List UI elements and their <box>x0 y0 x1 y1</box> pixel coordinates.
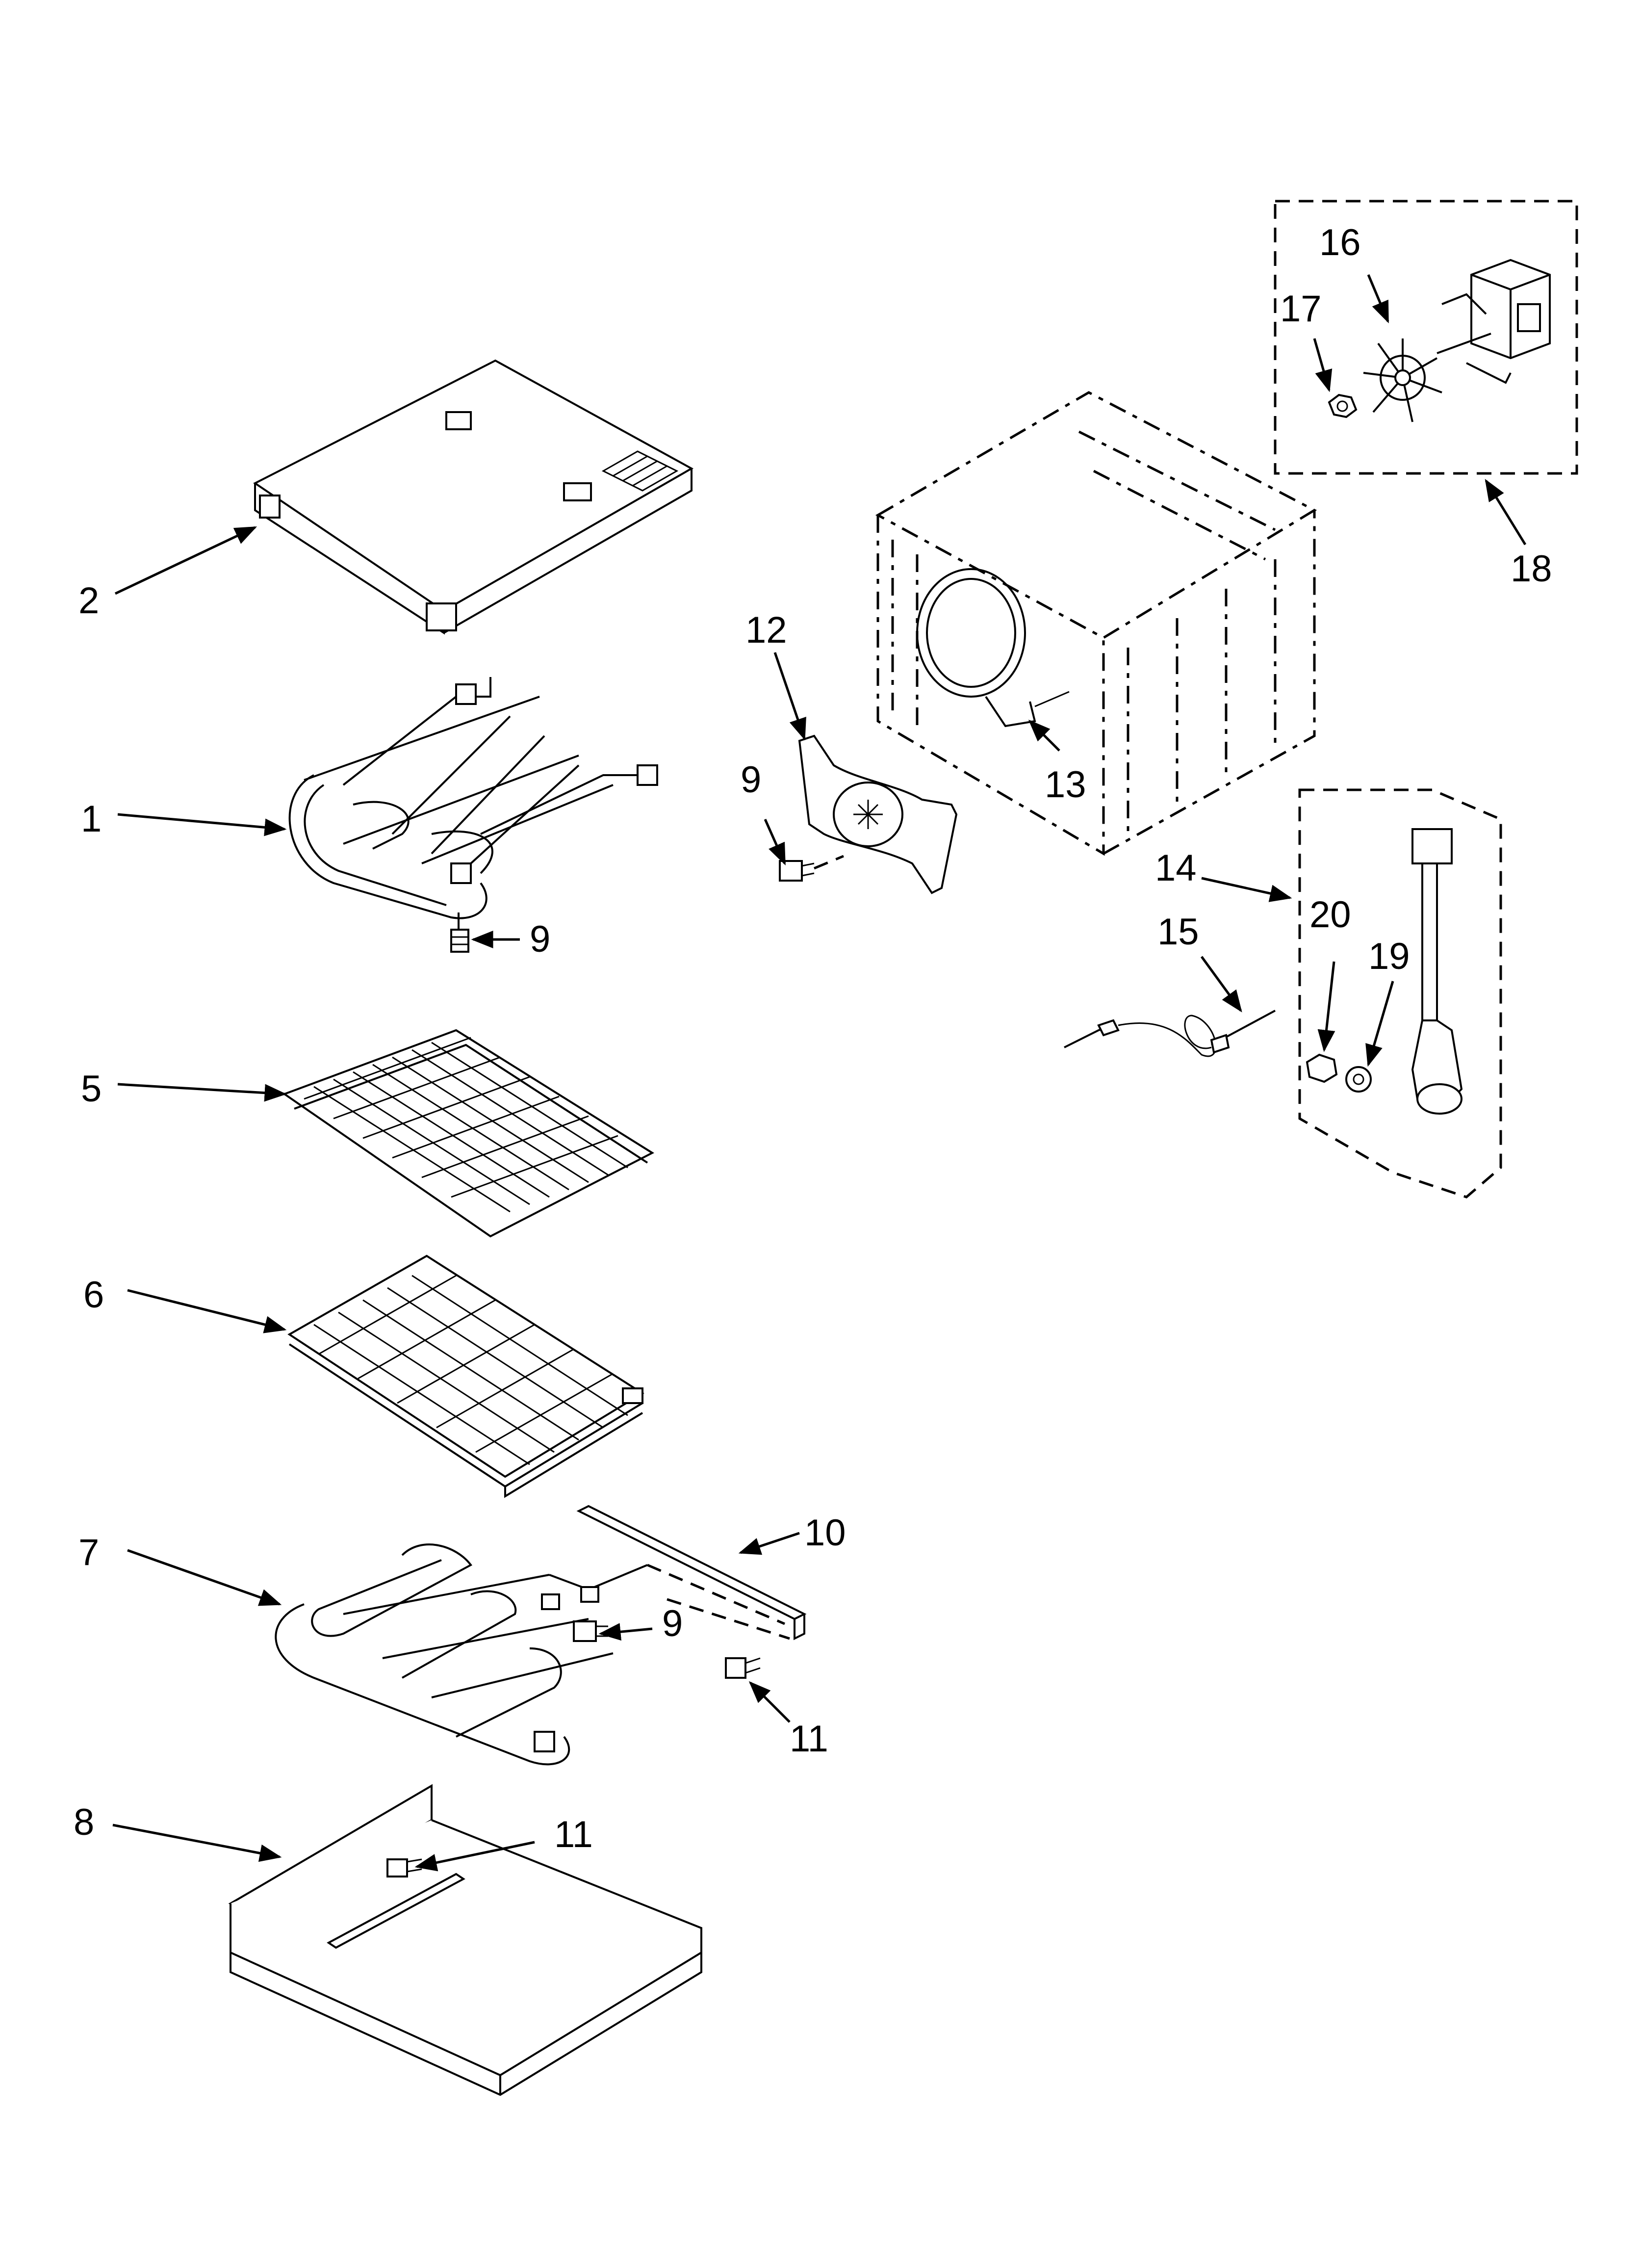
callout-10: 10 <box>804 1512 846 1554</box>
part-broil-element <box>288 677 658 942</box>
part-screw-9c <box>573 1620 608 1642</box>
callout-8: 8 <box>74 1801 94 1843</box>
callout-14: 14 <box>1155 847 1197 889</box>
callout-15: 15 <box>1157 911 1199 953</box>
callout-11-bracket-screw: 11 <box>790 1718 828 1760</box>
callout-9-broil-screw: 9 <box>530 918 550 960</box>
callout-leaders <box>112 274 1527 1872</box>
callout-20: 20 <box>1309 894 1351 936</box>
part-washer-19 <box>1345 1066 1372 1093</box>
callout-5: 5 <box>81 1068 102 1110</box>
part-motor-kit-box <box>1274 200 1578 475</box>
part-convection-element <box>916 568 1070 728</box>
part-probe-jack-box <box>1298 788 1502 1199</box>
part-fan-blade-16 <box>1363 339 1442 422</box>
callout-13: 13 <box>1045 764 1086 806</box>
oven-cavity-outline <box>875 391 1317 856</box>
part-screw-11a <box>725 1657 761 1679</box>
part-rollout-rack <box>287 1254 644 1498</box>
callout-6: 6 <box>83 1274 104 1316</box>
part-oven-rack <box>282 1029 655 1238</box>
callout-9-baffle-screw: 9 <box>741 759 761 801</box>
part-fan-baffle <box>798 734 958 894</box>
part-motor <box>1437 259 1551 384</box>
callout-2: 2 <box>78 580 99 622</box>
callout-19: 19 <box>1368 936 1410 977</box>
callout-9-bake-screw: 9 <box>662 1603 683 1644</box>
part-drawer <box>228 1784 702 2096</box>
part-meat-probe <box>1064 1010 1276 1057</box>
callout-1: 1 <box>81 798 102 840</box>
part-screw-9a <box>450 929 469 953</box>
callout-7: 7 <box>78 1532 99 1573</box>
callout-18: 18 <box>1511 548 1552 590</box>
part-nut-17 <box>1328 393 1358 418</box>
part-screw-9b <box>779 855 844 882</box>
vent-grille <box>601 450 679 492</box>
part-bracket <box>576 1505 807 1641</box>
callout-12: 12 <box>745 609 787 651</box>
callout-16: 16 <box>1319 222 1361 263</box>
part-top-cover <box>253 359 694 635</box>
part-probe-jack <box>1411 828 1463 1115</box>
part-nut-20 <box>1306 1053 1338 1083</box>
callout-11-drawer-screw: 11 <box>554 1814 593 1855</box>
part-bake-element <box>275 1543 648 1766</box>
callout-17: 17 <box>1280 288 1322 330</box>
